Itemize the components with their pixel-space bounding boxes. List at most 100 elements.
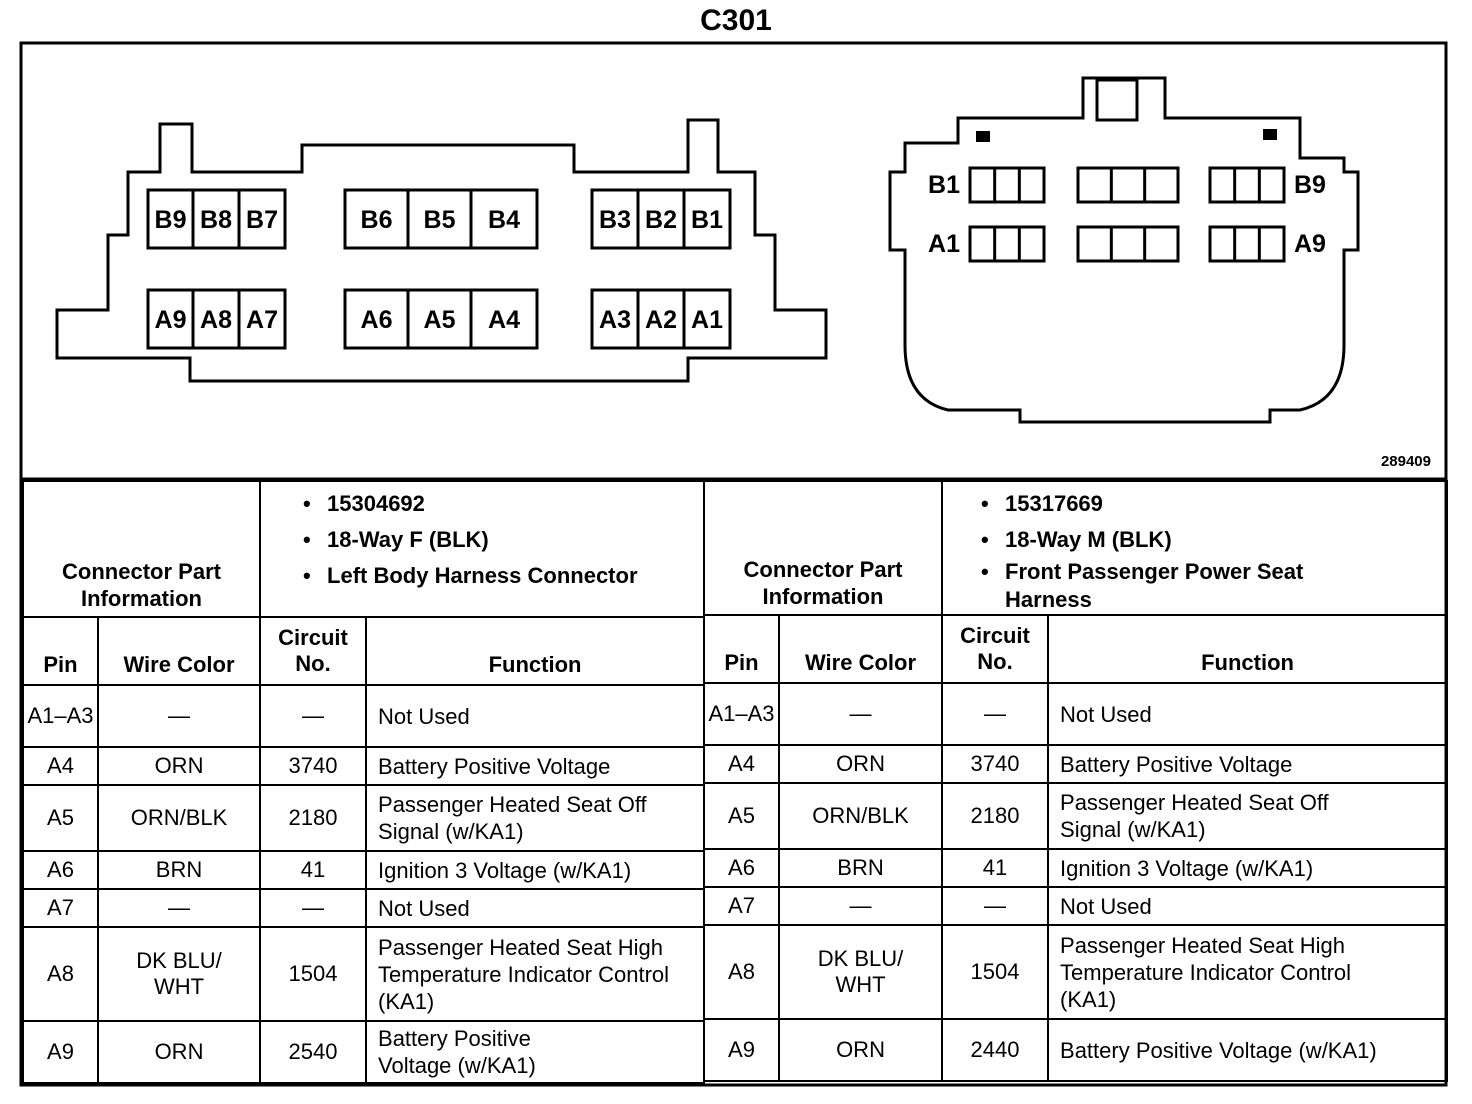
function-cell: Not Used [365, 684, 706, 748]
pin-cell: A8 [703, 924, 780, 1020]
connector-table-right: Connector Part Information 15317669 18-W… [702, 480, 1449, 1082]
pin-cell: A4 [22, 746, 99, 786]
pin-label: A3 [599, 306, 631, 334]
circuit-cell: — [259, 684, 368, 748]
right-connector-housing [888, 76, 1360, 424]
right-label-b1: B1 [928, 171, 960, 199]
circuit-cell: 3740 [259, 746, 368, 786]
table-row: A4 ORN 3740 Battery Positive Voltage [22, 746, 706, 786]
table-row: A5 ORN/BLK 2180 Passenger Heated Seat Of… [703, 782, 1449, 850]
terminal-cell [1076, 166, 1180, 204]
function-cell: Battery Positive Voltage [365, 746, 706, 786]
circuit-cell: 41 [259, 850, 368, 890]
circuit-cell: 2540 [259, 1020, 368, 1084]
pin-cell: A6 [703, 848, 780, 888]
pin-cell: A5 [22, 784, 99, 852]
pin-cavity [469, 188, 539, 250]
function-cell: Battery Positive Voltage [1047, 744, 1449, 784]
pin-cavity [682, 288, 732, 350]
table-row: A7 — — Not Used [703, 886, 1449, 926]
pin-label: B6 [361, 206, 393, 234]
right-connector-terminals [968, 166, 1286, 263]
pin-label: B8 [200, 206, 232, 234]
function-cell: Ignition 3 Voltage (w/KA1) [1047, 848, 1449, 888]
pin-cell: A1–A3 [22, 684, 99, 748]
wire-color-cell: ORN [777, 1018, 944, 1082]
terminal-cell [1208, 166, 1286, 204]
pin-cell: A6 [22, 850, 99, 890]
wire-color-cell: — [777, 682, 944, 746]
table-row: A8 DK BLU/ WHT 1504 Passenger Heated Sea… [22, 926, 706, 1022]
table-row: A9 ORN 2440 Battery Positive Voltage (w/… [703, 1018, 1449, 1082]
table-row: A4 ORN 3740 Battery Positive Voltage [703, 744, 1449, 784]
pin-label: A2 [645, 306, 677, 334]
wire-color-cell: — [96, 888, 262, 928]
table-row: A6 BRN 41 Ignition 3 Voltage (w/KA1) [22, 850, 706, 890]
header-row: Pin Wire Color Circuit No. Function [703, 614, 1449, 684]
figure-number: 289409 [1381, 453, 1431, 470]
part-info: 15317669 18-Way M (BLK) Front Passenger … [941, 480, 1449, 616]
connector-table-left: Connector Part Information 15304692 18-W… [21, 480, 706, 1084]
header-circuit: Circuit No. [941, 614, 1050, 684]
header-pin: Pin [703, 614, 780, 684]
header-pin: Pin [22, 616, 99, 686]
pin-label: A1 [691, 306, 723, 334]
pin-label: B7 [246, 206, 278, 234]
terminal-cell [1208, 225, 1286, 263]
wire-color-cell: — [777, 886, 944, 926]
circuit-cell: — [259, 888, 368, 928]
wire-color-cell: BRN [96, 850, 262, 890]
function-cell: Passenger Heated Seat High Temperature I… [365, 926, 706, 1022]
table-row: A5 ORN/BLK 2180 Passenger Heated Seat Of… [22, 784, 706, 852]
wire-color-cell: ORN [777, 744, 944, 784]
header-row: Pin Wire Color Circuit No. Function [22, 616, 706, 686]
pin-label: A7 [246, 306, 278, 334]
function-cell: Not Used [365, 888, 706, 928]
wire-color-cell: ORN [96, 1020, 262, 1084]
table-row: A6 BRN 41 Ignition 3 Voltage (w/KA1) [703, 848, 1449, 888]
table-row: A8 DK BLU/ WHT 1504 Passenger Heated Sea… [703, 924, 1449, 1020]
function-cell: Not Used [1047, 886, 1449, 926]
circuit-cell: 1504 [941, 924, 1050, 1020]
part-info-row: Connector Part Information 15317669 18-W… [702, 480, 1449, 616]
table-row: A1–A3 — — Not Used [703, 682, 1449, 746]
circuit-cell: 2440 [941, 1018, 1050, 1082]
part-type: 18-Way F (BLK) [301, 522, 703, 558]
pin-label: B9 [155, 206, 187, 234]
pin-cavity [682, 188, 732, 250]
circuit-cell: — [941, 682, 1050, 746]
circuit-cell: — [941, 886, 1050, 926]
circuit-cell: 2180 [259, 784, 368, 852]
wire-color-cell: ORN/BLK [777, 782, 944, 850]
right-connector-key-right [1263, 129, 1277, 140]
pin-label: B3 [599, 206, 631, 234]
terminal-cell [968, 166, 1046, 204]
pin-cell: A7 [703, 886, 780, 926]
circuit-cell: 41 [941, 848, 1050, 888]
function-cell: Passenger Heated Seat Off Signal (w/KA1) [1047, 782, 1449, 850]
pin-cavity [469, 288, 539, 350]
pin-cell: A1–A3 [703, 682, 780, 746]
pin-label: A6 [361, 306, 393, 334]
right-label-a1: A1 [928, 230, 960, 258]
pin-label: A4 [488, 306, 520, 334]
right-connector-lock-tab [1095, 78, 1139, 122]
pin-cell: A7 [22, 888, 99, 928]
pin-cell: A9 [22, 1020, 99, 1084]
part-description: Left Body Harness Connector [301, 558, 703, 594]
pin-label: A8 [200, 306, 232, 334]
part-info: 15304692 18-Way F (BLK) Left Body Harnes… [259, 480, 706, 618]
header-circuit: Circuit No. [259, 616, 368, 686]
part-description: Front Passenger Power Seat Harness [979, 558, 1446, 614]
diagram-title: C301 [700, 4, 772, 37]
pin-cell: A9 [703, 1018, 780, 1082]
part-info-label: Connector Part Information [21, 480, 262, 618]
function-cell: Passenger Heated Seat High Temperature I… [1047, 924, 1449, 1020]
pin-label: A5 [424, 306, 456, 334]
circuit-cell: 3740 [941, 744, 1050, 784]
header-wire-color: Wire Color [96, 616, 262, 686]
part-type: 18-Way M (BLK) [979, 522, 1446, 558]
